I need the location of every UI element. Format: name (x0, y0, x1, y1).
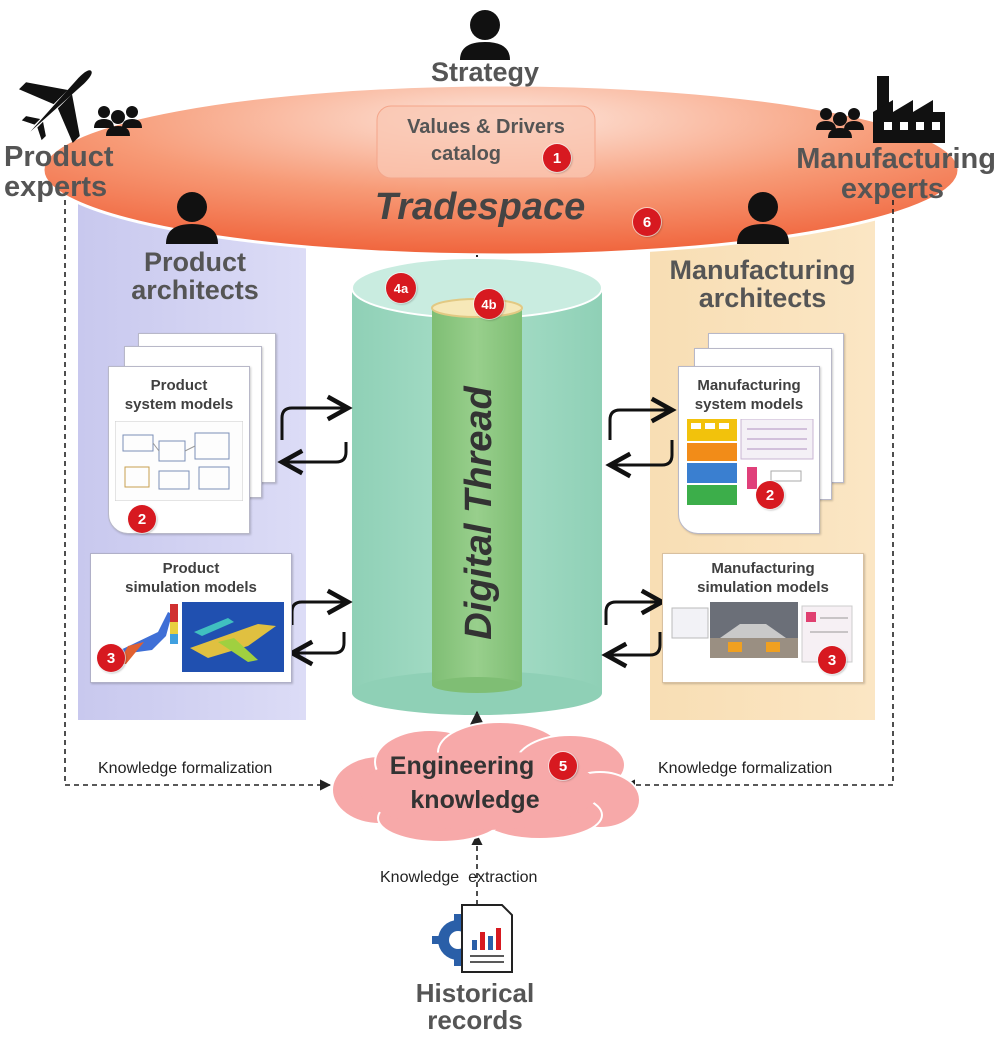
manufacturing-experts-label: Manufacturing experts (782, 144, 996, 205)
catalog-text: Values & Drivers catalog (377, 114, 595, 168)
badge-1: 1 (543, 144, 571, 172)
manufacturing-system-line2: system models (694, 395, 804, 413)
product-architects-line1: Product (143, 247, 246, 277)
people-icon (94, 106, 142, 136)
manufacturing-system-line1: Manufacturing (697, 377, 801, 394)
catalog-line1: Values & Drivers (407, 116, 565, 138)
strategy-label: Strategy (430, 57, 540, 87)
manufacturing-architects-line2: architects (698, 283, 827, 314)
engineering-knowledge-line2: knowledge (410, 785, 540, 814)
product-simulation-models-card: Product simulation models (90, 553, 292, 683)
person-icon (460, 10, 510, 60)
cycle-arrows-icon (292, 602, 348, 653)
product-simulation-line1: Product (162, 560, 220, 577)
dashed-line-right (623, 200, 894, 791)
cycle-arrows-icon (610, 410, 672, 465)
product-simulation-line2: simulation models (125, 578, 257, 596)
engineering-knowledge-line1: Engineering (389, 752, 535, 780)
person-icon (166, 192, 218, 244)
product-experts-label: Product experts (4, 142, 134, 203)
manufacturing-architects-label: Manufacturing architects (650, 256, 875, 313)
manufacturing-system-models-title: Manufacturing system models (679, 377, 819, 415)
badge-4b: 4b (474, 289, 504, 319)
product-architects-line2: architects (131, 275, 259, 306)
factory-icon (873, 76, 945, 143)
manufacturing-simulation-line1: Manufacturing (711, 560, 815, 577)
product-experts-line2: experts (4, 171, 108, 204)
badge-5: 5 (549, 752, 577, 780)
badge-3-product: 3 (97, 644, 125, 672)
manufacturing-experts-line2: experts (840, 173, 944, 206)
knowledge-formalization-right: Knowledge formalization (658, 760, 833, 777)
digital-thread-cylinder (351, 257, 603, 715)
simulation-thumbnail (98, 601, 284, 672)
product-system-line2: system models (124, 395, 234, 413)
product-system-models-title: Product system models (109, 377, 249, 415)
manufacturing-architects-line1: Manufacturing (669, 255, 856, 285)
people-icon (816, 108, 864, 138)
manufacturing-system-models-card: Manufacturing system models (678, 366, 820, 534)
engineering-knowledge-label: Engineering knowledge (360, 750, 590, 818)
document-chart-icon (461, 904, 513, 973)
product-experts-line1: Product (4, 141, 114, 173)
historical-records-line2: records (427, 1005, 523, 1036)
digital-thread-label: Digital Thread (458, 386, 500, 640)
manufacturing-simulation-line2: simulation models (697, 578, 829, 596)
system-diagram-thumbnail (114, 420, 244, 501)
product-architects-label: Product architects (110, 248, 280, 305)
product-system-models-card: Product system models (108, 366, 250, 534)
manufacturing-diagram-thumbnail (687, 418, 814, 505)
historical-records-label: Historical records (390, 978, 560, 1036)
knowledge-formalization-left: Knowledge formalization (98, 760, 273, 777)
manufacturing-experts-line1: Manufacturing (796, 143, 996, 175)
cycle-arrows-icon (282, 408, 348, 462)
dashed-line-left (64, 200, 332, 791)
historical-records-line1: Historical (415, 978, 535, 1008)
airplane-icon (18, 70, 92, 144)
catalog-box (376, 105, 596, 179)
badge-6: 6 (633, 208, 661, 236)
product-simulation-models-title: Product simulation models (91, 560, 291, 598)
product-system-line1: Product (150, 377, 208, 394)
badge-3-manufacturing: 3 (818, 646, 846, 674)
knowledge-extraction-label: Knowledge extraction (380, 869, 538, 886)
manufacturing-simulation-models-title: Manufacturing simulation models (663, 560, 863, 598)
badge-2-manufacturing: 2 (756, 481, 784, 509)
knowledge-cloud (331, 721, 641, 843)
catalog-line2: catalog (430, 143, 502, 165)
badge-4a: 4a (386, 273, 416, 303)
cycle-arrows-icon (606, 602, 662, 655)
person-icon (737, 192, 789, 244)
tradespace-label: Tradespace (374, 186, 586, 228)
badge-2-product: 2 (128, 505, 156, 533)
